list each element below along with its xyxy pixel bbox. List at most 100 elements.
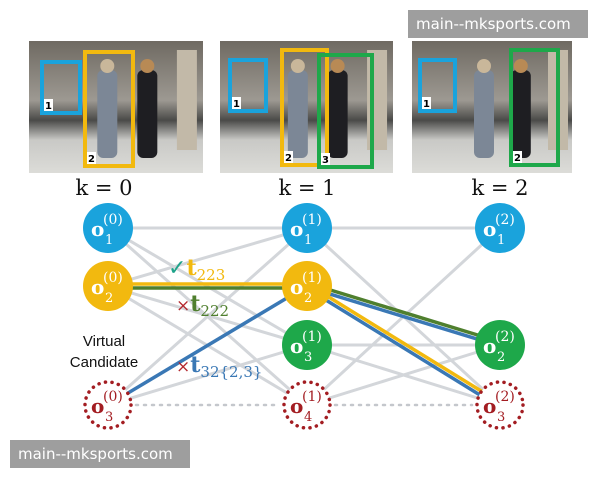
bounding-box-2 (509, 48, 560, 167)
box-id-bg (87, 152, 96, 164)
frame-2: 12k = 2 (412, 41, 572, 200)
track-edge (107, 284, 308, 407)
node-circle (282, 203, 332, 253)
node-symbol: o (290, 334, 303, 358)
box-id-label: 2 (88, 154, 95, 165)
node-symbol: o (483, 334, 496, 358)
annotation-subscript: 223 (197, 266, 226, 284)
box-id-bg (44, 99, 53, 111)
node-subscript: 4 (304, 410, 312, 425)
track-annotation-1: ×t222 (176, 291, 229, 320)
frame-0: 1 2 k = 0 (29, 41, 203, 200)
box-id-bg (284, 151, 293, 163)
annotation-mark: × (176, 296, 190, 316)
node-superscript: (0) (103, 389, 123, 405)
annotation-mark: ✓ (168, 256, 186, 281)
watermark-top: main--mksports.com (408, 10, 588, 38)
candidate-edge (107, 226, 308, 407)
bounding-box-2 (83, 50, 135, 168)
node-subscript: 3 (304, 350, 312, 365)
virtual-candidate-label: Candidate (70, 354, 138, 371)
watermark-bottom: main--mksports.com (10, 440, 190, 468)
node-subscript: 2 (105, 291, 113, 306)
annotation-t: t (190, 352, 201, 378)
node-superscript: (1) (302, 389, 322, 405)
track-edge (307, 281, 502, 344)
track-edge (305, 286, 500, 409)
person-figure (474, 70, 494, 158)
pillar (176, 50, 197, 150)
node-symbol: o (483, 217, 496, 241)
node-symbol: o (91, 217, 104, 241)
node-subscript: 1 (497, 233, 505, 248)
node-circle (282, 320, 332, 370)
node-symbol: o (91, 394, 104, 418)
person-head (100, 59, 115, 73)
node-subscript: 1 (105, 233, 113, 248)
person-figure (287, 70, 308, 158)
node-superscript: (2) (495, 212, 515, 228)
virtual-node-circle (83, 380, 133, 430)
bounding-box-2 (280, 48, 329, 167)
annotation-mark: × (176, 357, 190, 377)
box-id-bg (422, 97, 431, 109)
person-figure (137, 70, 158, 158)
node-superscript: (1) (302, 212, 322, 228)
annotation-subscript: 222 (200, 302, 229, 320)
person-head (330, 59, 345, 73)
node-symbol: o (290, 217, 303, 241)
candidate-edge (107, 343, 308, 407)
bounding-box-1 (418, 58, 457, 113)
node-circle (83, 261, 133, 311)
node-circle (83, 203, 133, 253)
node-circle (475, 203, 525, 253)
node-subscript: 2 (304, 291, 312, 306)
node-subscript: 2 (497, 350, 505, 365)
node-subscript: 1 (304, 233, 312, 248)
node-symbol: o (91, 275, 104, 299)
box-id-bg (321, 153, 330, 165)
node-symbol: o (290, 275, 303, 299)
person-head (140, 59, 155, 73)
node-subscript: 3 (105, 410, 113, 425)
node-symbol: o (290, 394, 303, 418)
node-superscript: (2) (495, 389, 515, 405)
node-superscript: (1) (302, 329, 322, 345)
annotation-t: t (190, 291, 201, 317)
frame-k-label: k = 0 (75, 176, 132, 200)
node-superscript: (1) (302, 270, 322, 286)
virtual-candidate-label: Virtual (83, 333, 125, 350)
bounding-box-1 (40, 60, 82, 115)
person-figure (327, 70, 348, 158)
box-id-label: 1 (45, 101, 52, 112)
annotation-t: t (186, 255, 197, 281)
node-circle (282, 261, 332, 311)
person-figure (97, 70, 118, 158)
node-subscript: 3 (497, 410, 505, 425)
box-id-bg (232, 97, 241, 109)
box-id-bg (513, 151, 522, 163)
person-head (477, 59, 491, 73)
track-edge (306, 285, 501, 348)
box-id-label: 2 (514, 153, 521, 164)
track-annotation-0: ✓t223 (168, 255, 225, 284)
node-superscript: (0) (103, 212, 123, 228)
track-edge (307, 282, 502, 405)
annotation-subscript: 32{2,3} (200, 363, 262, 381)
person-head (513, 59, 528, 73)
candidate-edge (107, 226, 308, 288)
bounding-box-3 (317, 53, 374, 169)
frame-k-label: k = 1 (278, 176, 335, 200)
virtual-node-circle (282, 380, 332, 430)
node-superscript: (2) (495, 329, 515, 345)
bounding-box-1 (228, 58, 268, 113)
